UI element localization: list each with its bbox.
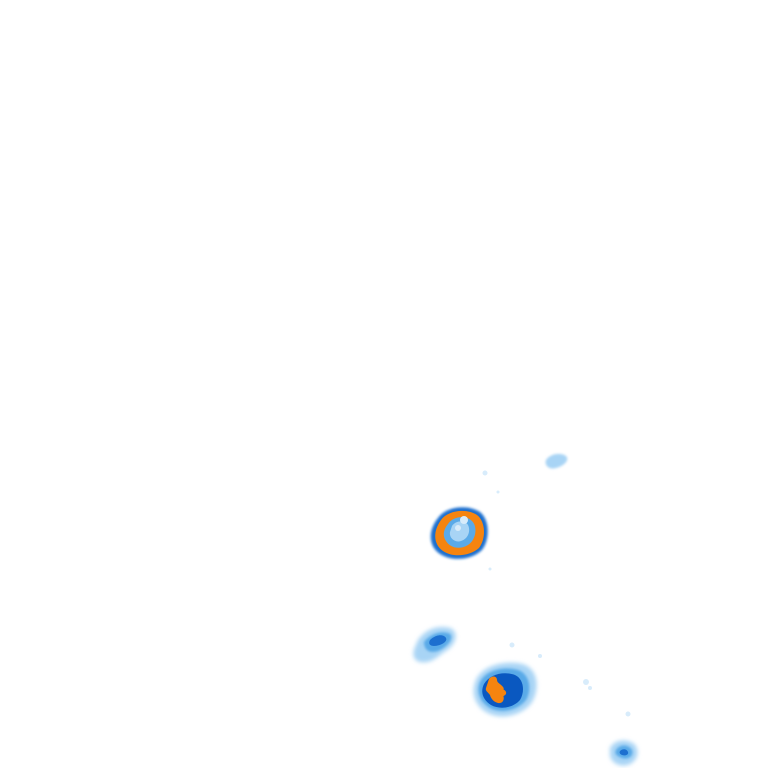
echo-main-cell: [473, 662, 631, 717]
echo-ring-cell: [430, 507, 492, 571]
echo-bottom-right: [610, 740, 638, 766]
echo-left-cell: [413, 626, 542, 663]
echo-small-top: [482, 453, 568, 494]
